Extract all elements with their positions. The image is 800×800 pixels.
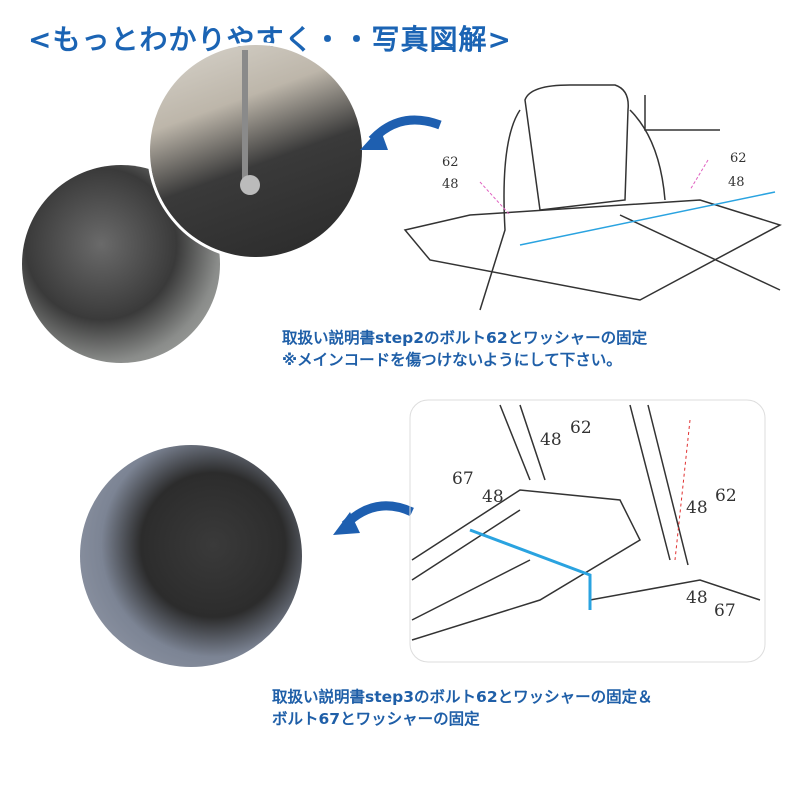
step3-diagram	[411, 404, 761, 641]
screwdriver-icon	[242, 50, 248, 180]
label-48-right: 48	[686, 498, 708, 518]
label-62-top: 62	[570, 418, 592, 438]
label-48-right: 48	[728, 175, 745, 190]
label-62-right: 62	[730, 151, 747, 166]
step3-caption-line2: ボルト67とワッシャーの固定	[272, 710, 480, 728]
bolt-icon	[240, 175, 260, 195]
step3-diagram-frame	[409, 399, 766, 663]
step2-caption: 取扱い説明書step2のボルト62とワッシャーの固定 ※メインコードを傷つけない…	[282, 327, 647, 371]
label-67-left: 67	[452, 469, 474, 489]
label-48-bottom: 48	[686, 588, 708, 608]
curved-arrow-icon	[341, 501, 414, 529]
label-67-bottom: 67	[714, 601, 736, 621]
photo-screwdriver-bolt	[150, 45, 362, 257]
label-48-left: 48	[482, 487, 504, 507]
label-48-left: 48	[442, 177, 459, 192]
step3-caption-line1: 取扱い説明書step3のボルト62とワッシャーの固定＆	[272, 688, 653, 706]
label-62-left: 62	[442, 155, 459, 170]
step3-caption: 取扱い説明書step3のボルト62とワッシャーの固定＆ ボルト67とワッシャーの…	[272, 686, 653, 730]
photo-bolt-67	[80, 445, 302, 667]
step2-caption-line2: ※メインコードを傷つけないようにして下さい。	[282, 351, 622, 369]
step2-caption-line1: 取扱い説明書step2のボルト62とワッシャーの固定	[282, 329, 648, 347]
label-62-right: 62	[715, 486, 737, 506]
label-48-top: 48	[540, 430, 562, 450]
step2-diagram	[403, 84, 782, 311]
